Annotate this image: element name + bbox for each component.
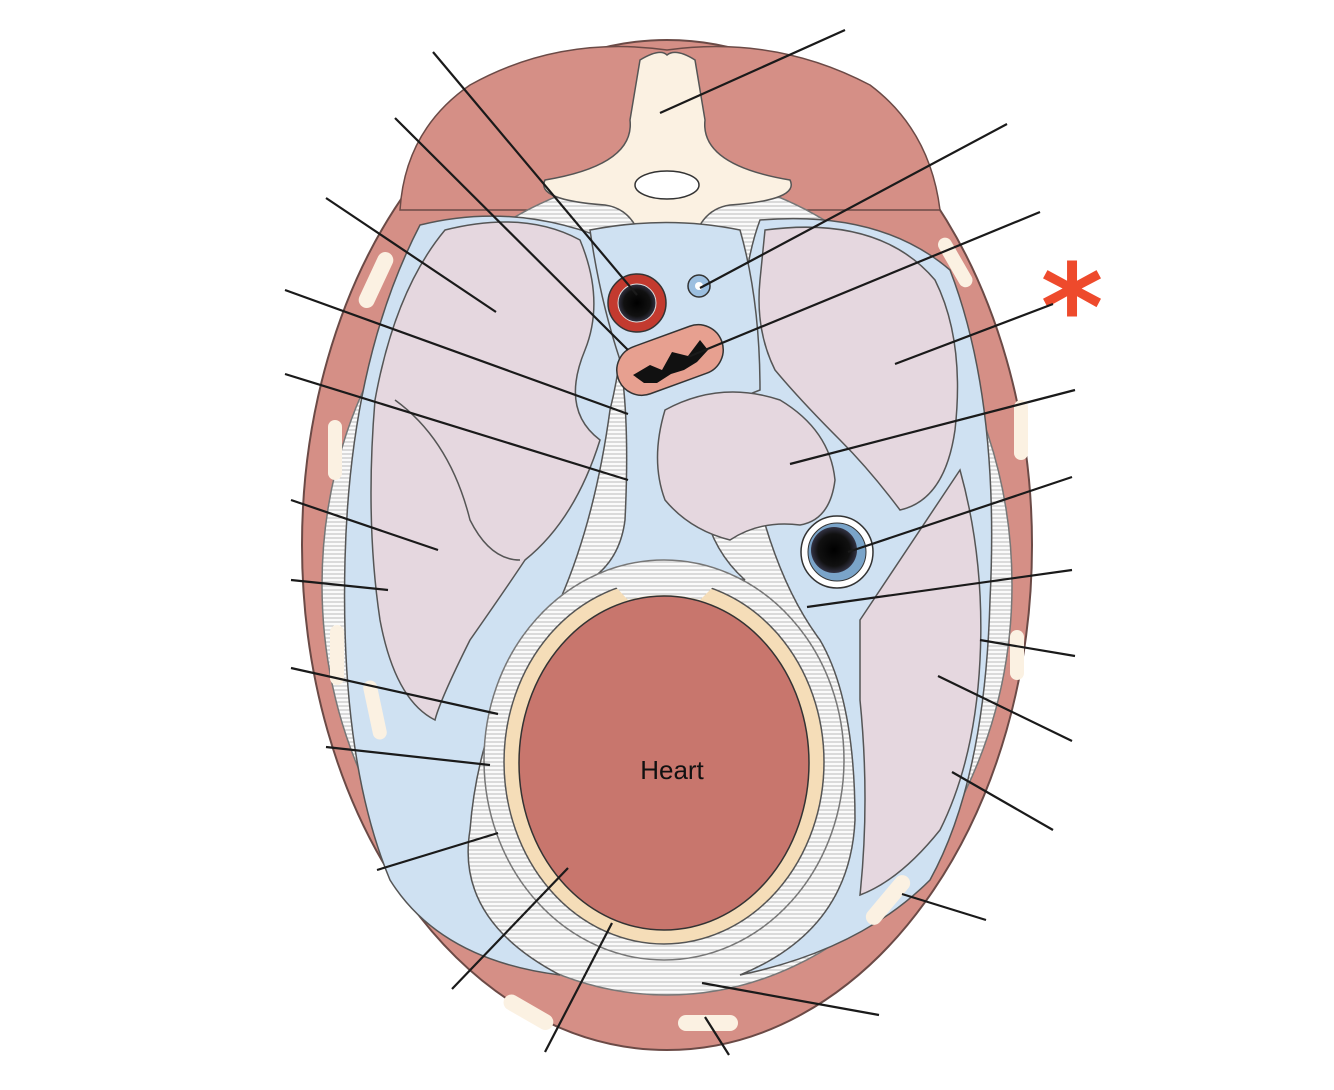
rib-4 bbox=[363, 680, 387, 740]
right-lung-upper bbox=[758, 226, 959, 511]
rib-7 bbox=[1010, 630, 1024, 680]
leader-line-20 bbox=[951, 771, 1054, 831]
left-lung bbox=[370, 221, 601, 722]
leader-line-6 bbox=[687, 210, 1041, 359]
leader-line-15 bbox=[290, 666, 499, 716]
leader-line-25 bbox=[704, 1016, 730, 1056]
rib-3 bbox=[330, 625, 344, 685]
rib-2 bbox=[328, 420, 342, 480]
leader-line-12 bbox=[847, 475, 1073, 554]
leader-line-7 bbox=[284, 288, 629, 416]
asterisk-marker: * bbox=[1041, 240, 1104, 379]
leader-line-22 bbox=[901, 892, 987, 922]
leader-line-16 bbox=[979, 638, 1076, 658]
leader-line-5 bbox=[325, 197, 497, 313]
leader-line-8 bbox=[894, 302, 1054, 366]
leader-line-17 bbox=[325, 745, 491, 767]
rib-9 bbox=[503, 994, 554, 1030]
leader-line-3 bbox=[394, 117, 629, 351]
leader-line-2 bbox=[659, 28, 846, 115]
heart bbox=[518, 595, 810, 931]
rib-1 bbox=[358, 252, 394, 308]
leader-line-24 bbox=[701, 981, 880, 1017]
leader-lines bbox=[284, 28, 1076, 1056]
esophagus-lumen bbox=[633, 340, 708, 383]
caudal-vena-cava-lumen bbox=[811, 527, 857, 573]
leader-line-23 bbox=[544, 922, 613, 1053]
leader-line-10 bbox=[789, 388, 1076, 466]
leader-line-19 bbox=[376, 831, 499, 872]
accessory-lobe bbox=[656, 391, 836, 541]
leader-line-1 bbox=[432, 51, 638, 296]
leader-line-21 bbox=[451, 867, 569, 990]
left-lung-fissure bbox=[394, 399, 521, 561]
vertebra bbox=[543, 51, 792, 261]
rib-8 bbox=[865, 875, 911, 925]
rib-6 bbox=[1014, 400, 1028, 460]
right-lung-lower bbox=[859, 468, 982, 897]
vertebral-foramen bbox=[634, 170, 700, 200]
leader-line-9 bbox=[284, 372, 629, 482]
leader-line-14 bbox=[806, 568, 1073, 609]
pericardial-gap bbox=[614, 577, 715, 600]
leader-line-4 bbox=[699, 123, 1008, 289]
aorta-lumen bbox=[617, 283, 657, 323]
leader-line-11 bbox=[290, 498, 439, 552]
leader-line-13 bbox=[290, 578, 389, 592]
leader-line-18 bbox=[937, 675, 1073, 742]
heart-label: Heart bbox=[640, 755, 704, 785]
